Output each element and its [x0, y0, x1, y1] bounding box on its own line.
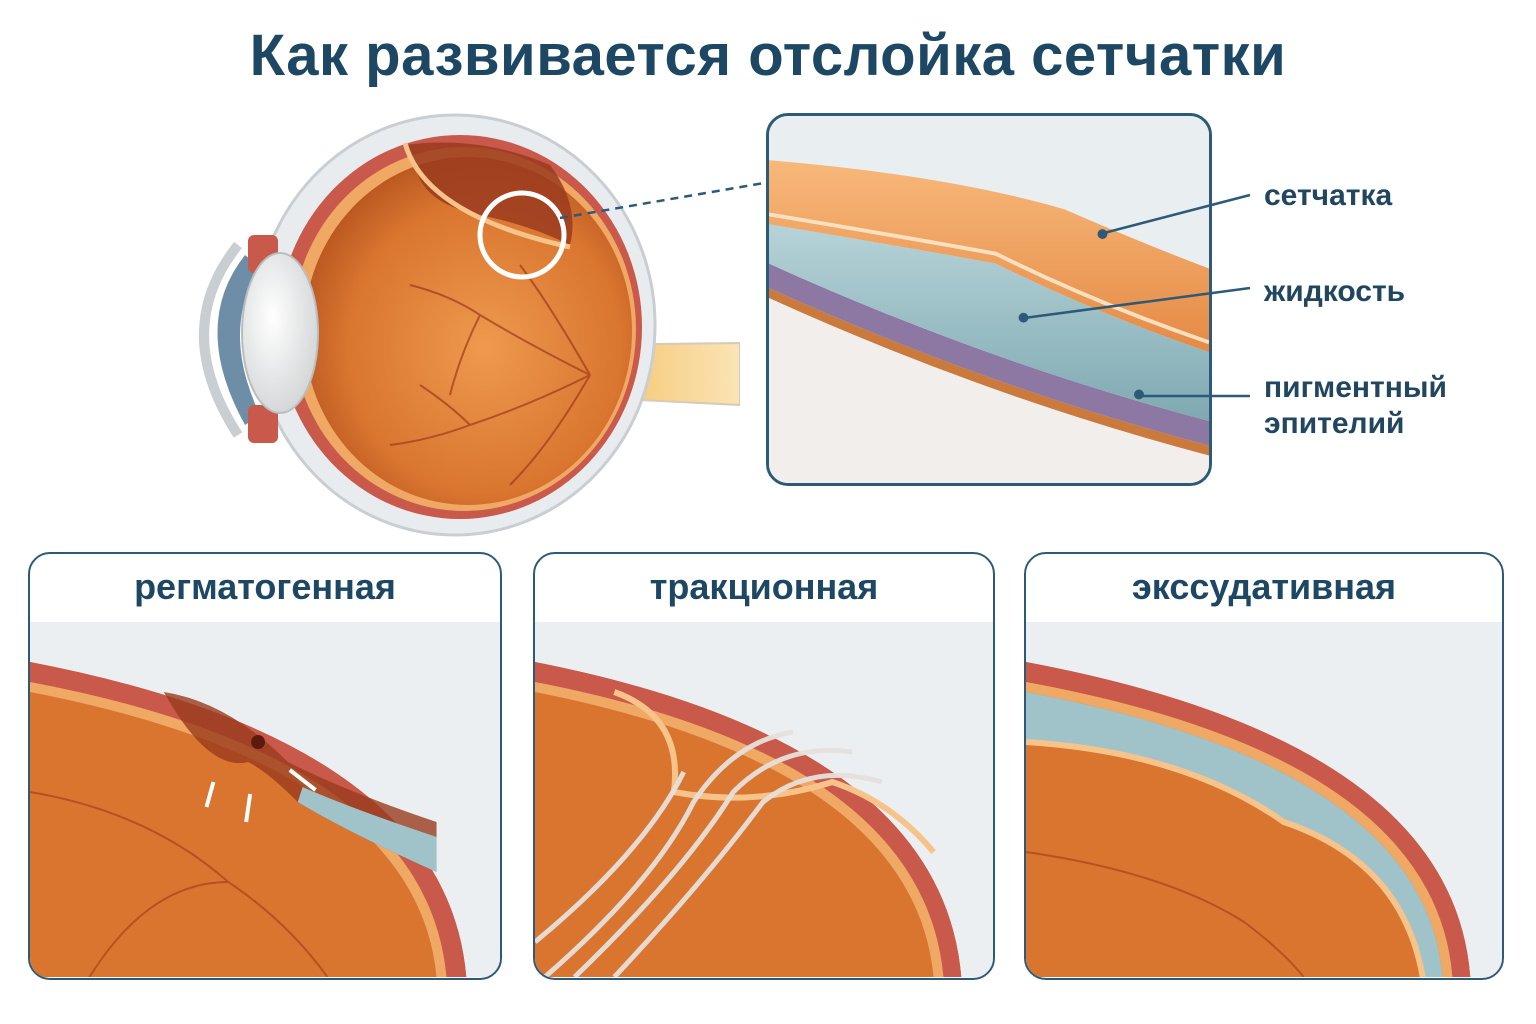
card-title: регматогенная [134, 566, 396, 607]
exudative-illustration [1026, 622, 1502, 977]
label-retina: сетчатка [1264, 179, 1393, 212]
label-fluid: жидкость [1264, 275, 1406, 308]
rhegmatogenous-illustration [30, 622, 500, 977]
card-exudative: экссудативная [1024, 552, 1504, 980]
tractional-illustration [535, 622, 993, 977]
card-title: тракционная [649, 566, 879, 607]
page-title: Как развивается отслойка сетчатки [249, 23, 1287, 88]
label-pigment-line1: пигментный [1264, 371, 1447, 404]
zoom-connector-line [559, 180, 771, 220]
retina-layers-zoom-panel [766, 113, 1212, 486]
card-rhegmatogenous: регматогенная [28, 552, 502, 980]
label-pigment-line2: эпителий [1264, 407, 1405, 440]
eye-cross-section-illustration [150, 105, 740, 545]
card-title: экссудативная [1131, 566, 1397, 607]
card-tractional: тракционная [533, 552, 995, 980]
